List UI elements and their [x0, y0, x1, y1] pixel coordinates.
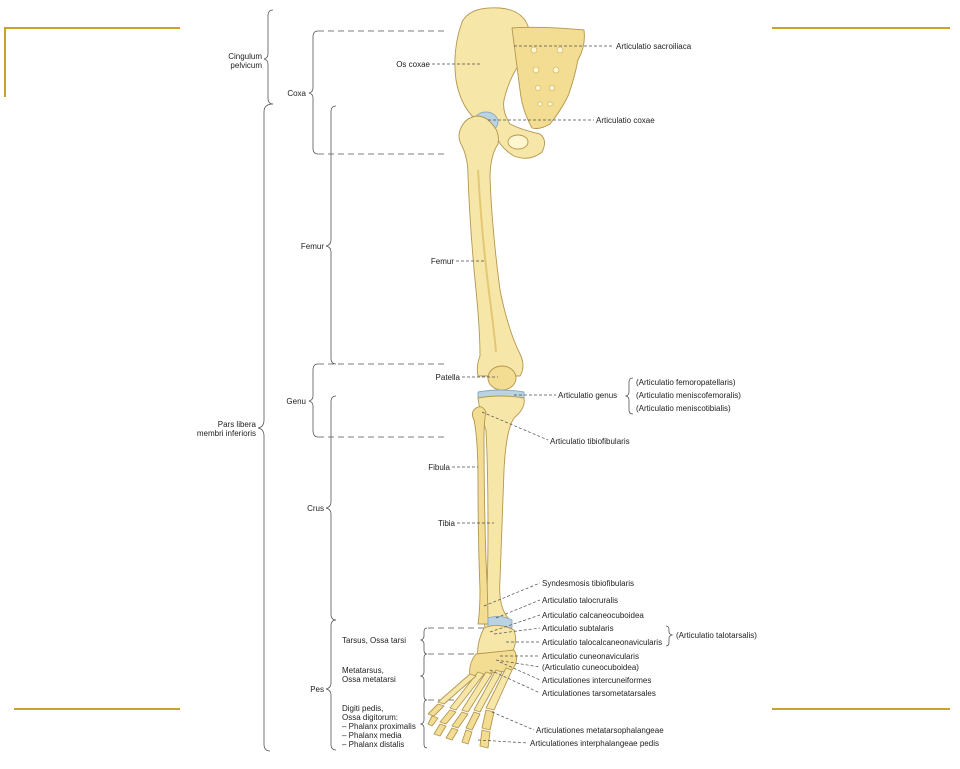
joint-label-subtalaris: Articulatio subtalaris [542, 624, 614, 633]
region-braces [257, 9, 674, 752]
metatarsal-5 [437, 673, 477, 705]
slide-rule-top-right [772, 27, 950, 29]
brace-coxa [308, 30, 319, 155]
brace-digiti [419, 699, 428, 749]
leader-lines [432, 45, 614, 744]
femur-shading [477, 169, 497, 353]
foramen [549, 85, 555, 91]
phalanx-1-proximal [481, 709, 495, 731]
leader-subtalaris [493, 627, 541, 635]
bone-label-os-coxae: Os coxae [396, 60, 430, 69]
region-label-crus: Crus [307, 504, 324, 513]
obturator-foramen [507, 134, 529, 150]
joint-label-metatarsophalangeae: Articulationes metatarsophalangeae [536, 726, 664, 735]
region-label-cingulum: Cingulum pelvicum [228, 52, 262, 70]
joint-label-tarsometatarsales: Articulationes tarsometatarsales [542, 689, 656, 698]
joint-label-sacroiliaca: Articulatio sacroiliaca [616, 42, 692, 51]
region-label-genu: Genu [286, 397, 306, 406]
slide-rule-bottom-right [772, 708, 950, 710]
slide-rule-bottom-left [14, 708, 180, 710]
foramen [537, 101, 543, 107]
region-label-digiti: Digiti pedis, Ossa digitorum: – Phalanx … [342, 704, 416, 749]
phalanx-3-proximal [451, 711, 469, 729]
bone-label-femur: Femur [430, 257, 454, 266]
joint-label-cuneocuboidea: (Articulatio cuneocuboidea) [542, 663, 639, 672]
foramen [535, 85, 541, 91]
joint-label-talotarsalis: (Articulatio talotarsalis) [676, 631, 757, 640]
leader-metatarsophalangeae [491, 711, 535, 731]
phalanx-1-distal [479, 729, 491, 749]
region-label-pars-libera: Pars libera membri inferioris [196, 420, 256, 438]
sacral-foramina [530, 46, 564, 107]
patella-shape [487, 365, 517, 391]
region-label-pes: Pes [310, 685, 324, 694]
metatarsals [437, 667, 513, 713]
brace-tarsus [419, 627, 428, 655]
phalanx-2-distal [461, 729, 473, 745]
joint-label-syndesmosis: Syndesmosis tibiofibularis [542, 579, 635, 588]
brace-pars-libera [257, 103, 274, 752]
joint-label-cuneonavicularis: Articulatio cuneonavicularis [542, 652, 639, 661]
phalanges [427, 703, 495, 749]
region-label-femur: Femur [300, 242, 324, 251]
brace-metatarsus [419, 653, 428, 701]
foramen [532, 66, 540, 74]
foramen [530, 46, 538, 54]
phalanx-2-proximal [465, 711, 481, 731]
metatarsal-3 [461, 671, 493, 713]
bone-label-patella: Patella [435, 373, 460, 382]
foramen [547, 101, 553, 107]
brace-genus-sub [624, 377, 634, 415]
joint-label-tibiofibularis: Articulatio tibiofibularis [550, 437, 630, 446]
brace-crus [325, 395, 337, 621]
joint-label-talocalcaneonavicularis: Articulatio talocalcaneonavicularis [542, 638, 663, 647]
phalanx-5-distal [427, 715, 439, 727]
region-label-metatarsus: Metatarsus, Ossa metatarsi [342, 666, 396, 684]
brace-talotarsalis [665, 625, 674, 647]
bone-label-tibia: Tibia [437, 519, 455, 528]
metatarsal-4 [449, 671, 485, 711]
leader-talocruralis [495, 599, 541, 619]
leader-calcaneocuboidea [489, 614, 541, 633]
joint-label-meniscotibialis: (Articulatio meniscotibialis) [636, 404, 731, 413]
bone-label-fibula: Fibula [428, 463, 450, 472]
joint-label-intercuneiformes: Articulationes intercuneiformes [542, 676, 652, 685]
sacrum-shape [511, 26, 585, 129]
joint-label-talocruralis: Articulatio talocruralis [542, 596, 619, 605]
joint-label-coxae: Articulatio coxae [596, 116, 655, 125]
phalanx-5-proximal [427, 703, 445, 717]
region-label-coxa: Coxa [287, 89, 306, 98]
slide-rule-left-vertical [4, 27, 6, 97]
leader-tibiofibularis [481, 411, 549, 441]
joint-label-femoropatellaris: (Articulatio femoropatellaris) [636, 378, 736, 387]
joint-label-meniscofemoralis: (Articulatio meniscofemoralis) [636, 391, 741, 400]
brace-femur [325, 105, 337, 365]
brace-cingulum [263, 9, 274, 105]
leader-tarsometatarsales [489, 669, 541, 694]
joint-label-genus: Articulatio genus [558, 391, 618, 400]
joint-label-interphalangeae: Articulationes interphalangeae pedis [530, 739, 659, 748]
slide-rule-top-left [4, 27, 180, 29]
metatarsal-2 [473, 669, 503, 713]
leader-interphalangeae [477, 739, 529, 744]
leader-intercuneiformes [499, 661, 541, 681]
foramen [556, 46, 564, 54]
skeleton [427, 7, 585, 749]
phalanx-3-distal [445, 727, 459, 741]
leader-cuneocuboidea [495, 659, 541, 668]
joint-label-calcaneocuboidea: Articulatio calcaneocuboidea [542, 611, 644, 620]
brace-genu [308, 363, 319, 438]
phalanx-4-distal [433, 723, 447, 737]
metatarsal-1 [485, 667, 513, 711]
region-label-tarsus: Tarsus, Ossa tarsi [342, 636, 407, 645]
foramen [552, 66, 560, 74]
leader-syndesmosis [483, 582, 541, 607]
phalanx-4-proximal [439, 709, 457, 725]
fibula-shape [471, 406, 489, 625]
tarsus-shape [477, 625, 517, 659]
brace-pes [325, 619, 337, 751]
